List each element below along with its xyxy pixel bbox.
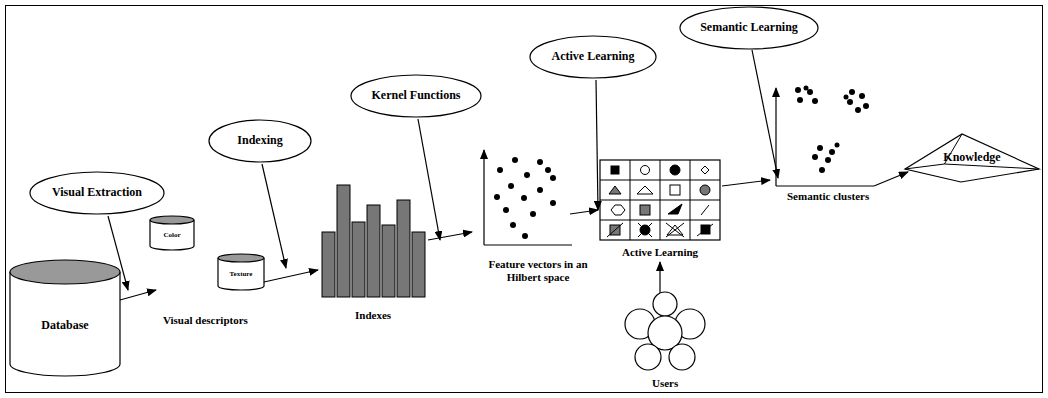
node-label: Color	[163, 231, 180, 239]
node-label: Semantic Learning	[700, 21, 798, 35]
caption-label: Indexes	[355, 309, 391, 322]
node-label: Texture	[230, 270, 253, 278]
process-ellipse: Semantic Learning	[679, 6, 819, 50]
users-icon	[625, 292, 705, 370]
node-label: Kernel Functions	[372, 89, 461, 103]
caption-label: Semantic clusters	[787, 190, 869, 203]
node-label: Indexing	[237, 134, 282, 148]
process-ellipse: Visual Extraction	[29, 171, 165, 215]
frame	[6, 6, 1043, 393]
process-ellipse: Active Learning	[529, 35, 657, 79]
process-ellipse: Indexing	[208, 119, 312, 163]
knowledge-pyramid: Knowledge	[903, 133, 1041, 183]
caption-label: Users	[652, 377, 678, 390]
feature-scatter	[484, 150, 572, 245]
arrows	[108, 50, 908, 300]
semantic-scatter	[776, 86, 874, 187]
node-label: Database	[41, 319, 88, 333]
caption-label: Visual descriptors	[163, 314, 248, 327]
node-label: Active Learning	[552, 50, 635, 64]
process-ellipse: Kernel Functions	[350, 74, 482, 118]
database-cylinder: Database	[9, 259, 121, 377]
node-outline	[9, 259, 121, 377]
sample-grid	[600, 160, 720, 240]
database-cylinder: Color	[149, 215, 195, 251]
node-label: Visual Extraction	[52, 186, 142, 200]
caption-label: Active Learning	[622, 246, 698, 259]
bar-chart	[322, 185, 425, 297]
database-cylinder: Texture	[217, 253, 265, 291]
node-label: Knowledge	[943, 151, 1000, 165]
caption-label: Feature vectors in an Hilbert space	[478, 258, 598, 284]
